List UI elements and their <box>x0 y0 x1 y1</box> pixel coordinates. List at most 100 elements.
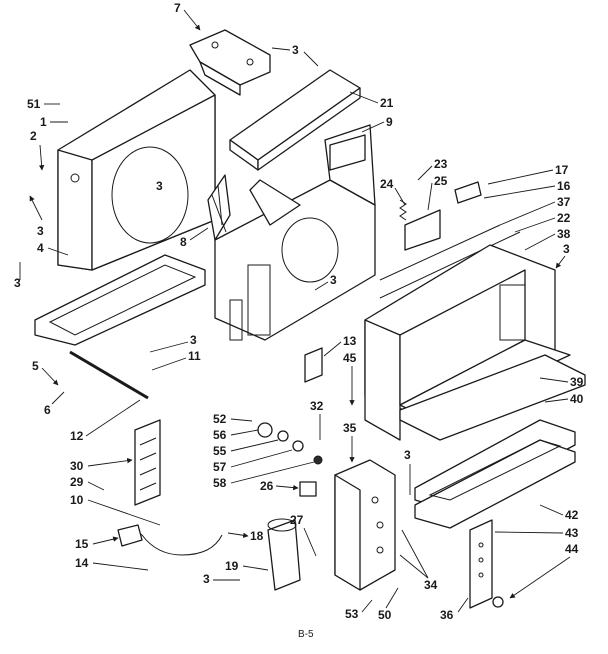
svg-text:9: 9 <box>386 115 393 129</box>
callout-40: 40 <box>544 392 584 406</box>
callout-18: 18 <box>227 529 264 543</box>
right-rails-part <box>379 181 521 299</box>
callout-43: 43 <box>494 526 579 540</box>
svg-text:29: 29 <box>70 475 84 489</box>
grille-part <box>134 419 161 506</box>
callout-15: 15 <box>75 536 119 551</box>
callout-14: 14 <box>75 556 149 571</box>
svg-text:13: 13 <box>343 334 357 348</box>
svg-text:7: 7 <box>174 1 181 15</box>
callout-3g: 3 <box>149 333 197 353</box>
callout-22: 22 <box>514 211 571 233</box>
callout-50: 50 <box>378 587 399 622</box>
svg-text:58: 58 <box>213 476 227 490</box>
callout-35: 35 <box>343 421 357 463</box>
base-tray-part <box>414 419 576 529</box>
callout-13: 13 <box>323 334 357 357</box>
base-pan-part <box>34 254 206 346</box>
control-panel-part <box>304 347 323 383</box>
callout-45: 45 <box>343 351 357 406</box>
callout-32: 32 <box>310 399 324 440</box>
callout-39: 39 <box>539 375 584 389</box>
callout-3i: 3 <box>203 572 240 586</box>
callout-51: 51 <box>27 97 60 111</box>
callout-53: 53 <box>345 599 373 621</box>
svg-text:3: 3 <box>190 333 197 347</box>
callout-38: 38 <box>524 227 571 251</box>
svg-text:16: 16 <box>557 179 571 193</box>
svg-text:32: 32 <box>310 399 324 413</box>
callout-23: 23 <box>417 157 448 181</box>
callout-2: 2 <box>30 129 45 171</box>
svg-text:25: 25 <box>434 174 448 188</box>
callout-52: 52 <box>213 412 253 426</box>
side-plate-part <box>469 519 504 609</box>
callout-8: 8 <box>180 227 209 249</box>
svg-text:3: 3 <box>156 179 163 193</box>
callout-3a: 3 <box>271 43 319 67</box>
callout-12: 12 <box>70 399 141 443</box>
callout-3d: 3 <box>29 195 44 238</box>
callout-4: 4 <box>37 241 69 256</box>
svg-text:44: 44 <box>565 542 579 556</box>
svg-text:53: 53 <box>345 607 359 621</box>
svg-text:57: 57 <box>213 460 227 474</box>
svg-text:21: 21 <box>380 96 394 110</box>
callout-10: 10 <box>70 493 161 526</box>
knob-assembly-part <box>257 422 323 465</box>
callout-29: 29 <box>70 475 105 491</box>
callout-21: 21 <box>349 91 394 110</box>
svg-text:26: 26 <box>260 479 274 493</box>
fan-shroud-part <box>57 69 216 271</box>
svg-text:23: 23 <box>434 157 448 171</box>
svg-text:27: 27 <box>290 513 304 527</box>
svg-text:40: 40 <box>570 392 584 406</box>
callout-36: 36 <box>440 597 469 622</box>
callout-55: 55 <box>213 439 279 458</box>
svg-text:18: 18 <box>250 529 264 543</box>
callout-17: 17 <box>487 163 569 185</box>
svg-text:2: 2 <box>30 129 37 143</box>
callout-44: 44 <box>509 542 579 599</box>
svg-text:22: 22 <box>557 211 571 225</box>
svg-text:42: 42 <box>565 508 579 522</box>
svg-text:10: 10 <box>70 493 84 507</box>
callout-26: 26 <box>260 479 299 493</box>
svg-text:3: 3 <box>14 276 21 290</box>
callout-24: 24 <box>380 177 406 206</box>
svg-text:1: 1 <box>40 115 47 129</box>
callout-19: 19 <box>225 559 269 573</box>
top-bracket-part <box>189 29 271 96</box>
callout-7: 7 <box>174 1 201 31</box>
callout-27: 27 <box>290 513 317 557</box>
svg-text:15: 15 <box>75 537 89 551</box>
rod-part <box>69 350 149 400</box>
svg-text:12: 12 <box>70 429 84 443</box>
callout-5: 5 <box>32 359 59 386</box>
svg-text:37: 37 <box>557 195 571 209</box>
callout-42: 42 <box>539 504 579 522</box>
svg-text:52: 52 <box>213 412 227 426</box>
svg-text:24: 24 <box>380 177 394 191</box>
callout-58: 58 <box>213 461 315 490</box>
svg-text:38: 38 <box>557 227 571 241</box>
svg-text:50: 50 <box>378 608 392 622</box>
callout-16: 16 <box>483 179 571 199</box>
drain-tray-part <box>399 354 586 441</box>
svg-text:55: 55 <box>213 444 227 458</box>
svg-text:3: 3 <box>563 242 570 256</box>
svg-text:5: 5 <box>32 359 39 373</box>
svg-text:3: 3 <box>203 572 210 586</box>
callout-6: 6 <box>44 391 65 417</box>
svg-text:4: 4 <box>37 241 44 255</box>
relay-part <box>299 481 317 497</box>
fan-blade-part <box>207 174 231 241</box>
callout-57: 57 <box>213 449 293 474</box>
svg-text:3: 3 <box>292 43 299 57</box>
top-panel-part <box>229 69 361 171</box>
svg-text:3: 3 <box>37 224 44 238</box>
svg-text:34: 34 <box>424 578 438 592</box>
svg-text:51: 51 <box>27 97 41 111</box>
callout-25: 25 <box>427 174 448 211</box>
